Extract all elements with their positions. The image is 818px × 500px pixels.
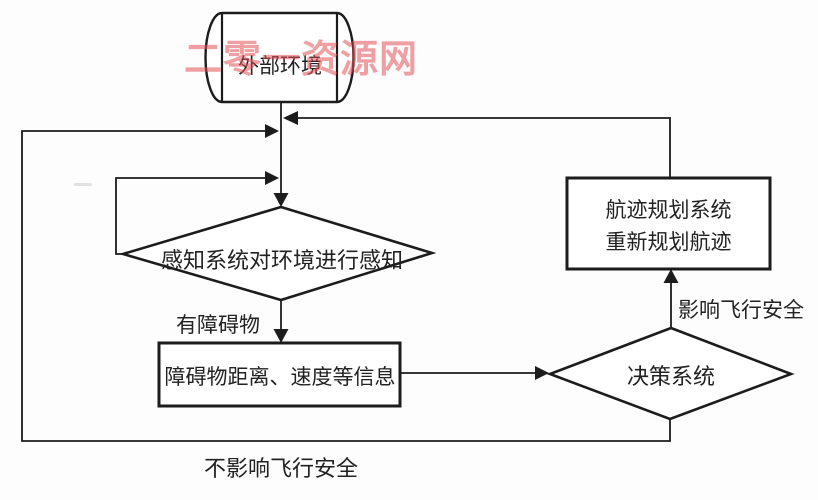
decision-label: 决策系统 [626,364,715,389]
edge-replan-feedback-top [289,117,671,178]
smudge-artifact [74,183,92,186]
arrowhead-up-into-replan [663,269,679,283]
edge-label-affects-safety: 影响飞行安全 [678,298,804,322]
replan-label-line2: 重新规划航迹 [605,230,732,254]
edge-outer-loop-not-affect-safety [21,130,671,442]
arrowhead-down-into-perception [273,193,289,207]
replan-node [565,176,772,271]
perception-label: 感知系统对环境进行感知 [160,248,403,273]
external-environment-node [204,11,355,104]
arrowhead-left-into-mainline [283,111,298,125]
decision-diamond-node [546,326,795,421]
arrowhead-right-outer-loop [265,124,279,138]
edge-label-has-obstacle: 有障碍物 [176,313,260,337]
arrowhead-right-inner-loop [265,171,279,185]
external-environment-label: 外部环境 [238,54,322,78]
arrowhead-down-into-obstacle-info [273,329,289,343]
obstacle-info-label: 障碍物距离、速度等信息 [164,365,396,389]
obstacle-info-node [157,341,402,408]
arrowhead-right-into-decision [535,366,549,380]
replan-label-line1: 航迹规划系统 [605,198,732,222]
replan-label: 航迹规划系统 重新规划航迹 [567,194,770,258]
edge-label-not-affects-safety: 不影响飞行安全 [204,456,359,481]
